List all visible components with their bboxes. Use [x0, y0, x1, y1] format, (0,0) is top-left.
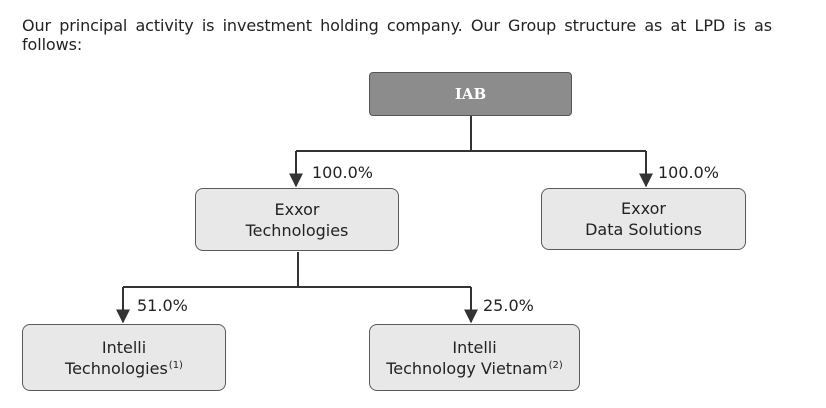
node-iab-label: IAB [454, 84, 487, 103]
node-exxor-data-solutions-line2: Data Solutions [585, 220, 702, 239]
pct-intelli-technology-vietnam: 25.0% [483, 296, 534, 315]
node-exxor-technologies-line1: Exxor [274, 199, 320, 219]
node-exxor-technologies: Exxor Technologies [195, 188, 399, 251]
node-intelli-technology-vietnam-line2-wrap: Technology Vietnam(2) [386, 358, 563, 379]
pct-intelli-technologies: 51.0% [137, 296, 188, 315]
node-intelli-technologies-line1: Intelli [101, 337, 147, 357]
node-intelli-technologies-line2: Technologies [65, 358, 168, 378]
pct-exxor-data-solutions: 100.0% [658, 163, 720, 182]
node-iab: IAB [369, 72, 572, 116]
node-exxor-data-solutions-line1: Exxor [621, 199, 666, 218]
note-marker-2: (2) [548, 359, 563, 371]
intro-paragraph: Our principal activity is investment hol… [22, 16, 772, 54]
pct-exxor-technologies: 100.0% [312, 163, 374, 182]
note-marker-1: (1) [168, 359, 183, 371]
node-intelli-technology-vietnam-line1: Intelli [452, 337, 497, 357]
node-intelli-technologies-line2-wrap: Technologies(1) [65, 358, 183, 379]
node-intelli-technologies: Intelli Technologies(1) [22, 324, 226, 391]
node-intelli-technology-vietnam-line2: Technology Vietnam [386, 358, 548, 378]
node-intelli-technology-vietnam: Intelli Technology Vietnam(2) [369, 324, 580, 391]
node-exxor-data-solutions: Exxor Data Solutions [541, 188, 746, 250]
node-exxor-technologies-line2: Technologies [245, 220, 349, 240]
